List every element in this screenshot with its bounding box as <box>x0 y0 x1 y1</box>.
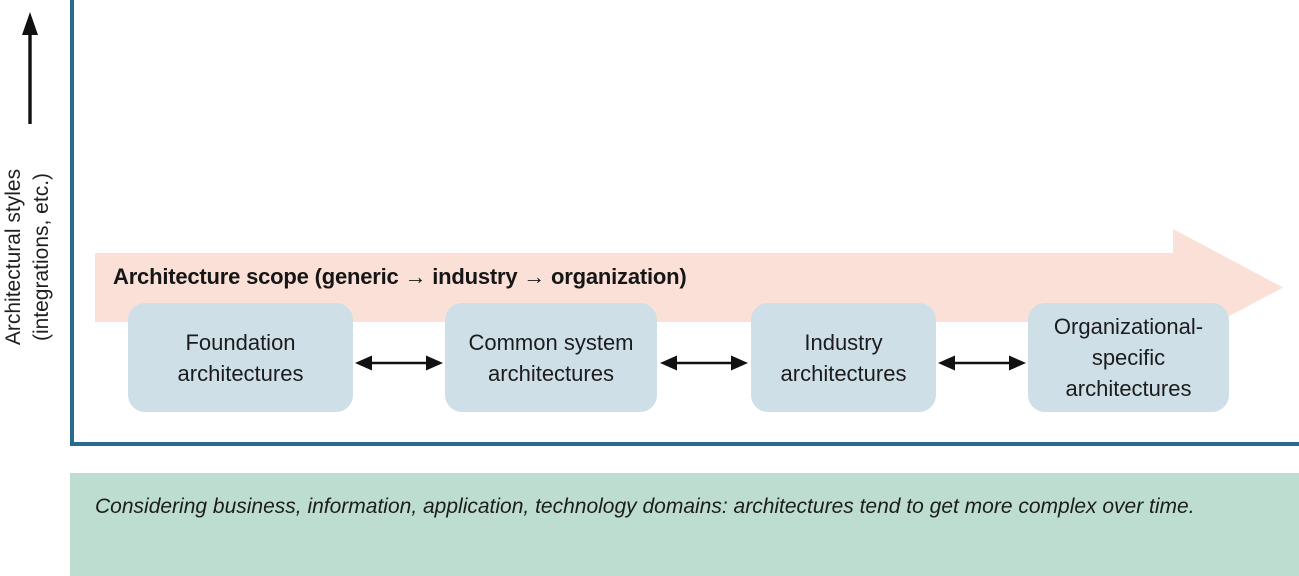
y-axis-label: Architectural styles (integrations, etc.… <box>0 107 56 407</box>
caption-text: Considering business, information, appli… <box>95 495 1195 518</box>
box-industry-architectures: Industry architectures <box>751 303 936 412</box>
caption-banner: Considering business, information, appli… <box>70 473 1299 576</box>
box-label-line: Industry <box>804 329 883 355</box>
x-axis-line <box>70 442 1299 446</box>
y-axis-line <box>70 0 74 446</box>
box-label-line: architectures <box>488 360 614 386</box>
box-label-line: architectures <box>780 360 907 386</box>
box-label-line: Foundation <box>185 329 296 355</box>
box-foundation-architectures: Foundation architectures <box>128 303 353 412</box>
y-axis-label-line1: Architectural styles <box>2 168 25 346</box>
box-organizational-specific-architectures: Organizational- specific architectures <box>1028 303 1229 412</box>
double-arrow-icon <box>355 355 443 371</box>
box-label-line: architectures <box>1065 376 1192 401</box>
scope-arrow <box>95 229 1283 346</box>
box-common-system-architectures: Common system architectures <box>445 303 657 412</box>
scope-arrow-label: Architecture scope (generic → industry →… <box>113 264 687 289</box>
double-arrow-icon <box>938 355 1026 371</box>
up-arrow-icon <box>22 12 38 124</box>
double-arrow-icon <box>660 355 748 371</box>
box-label-line: Organizational- <box>1053 314 1204 339</box>
box-label-line: specific <box>1091 345 1166 370</box>
y-axis-label-line2: (integrations, etc.) <box>30 172 53 342</box>
box-label-line: Common system <box>468 329 634 355</box>
box-label-line: architectures <box>177 360 304 386</box>
scope-arrow-shape <box>95 229 1283 346</box>
